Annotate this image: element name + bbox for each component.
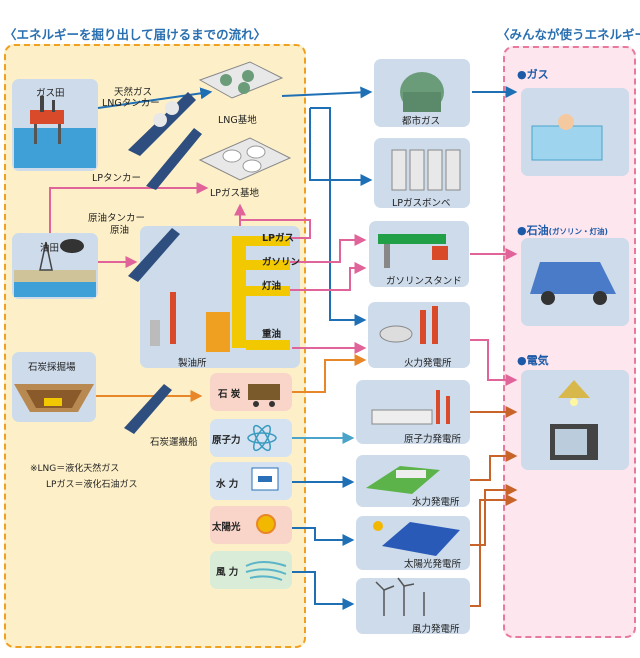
oil-field-label: 油田 [40, 243, 60, 254]
lng-note: ※LNG＝液化天然ガス [30, 464, 120, 474]
crude-tanker-illustration [128, 228, 180, 282]
coal-mine-illustration [14, 384, 94, 412]
gas-field-illustration [14, 96, 96, 168]
crude-tanker-label-2: 原油 [110, 225, 130, 236]
lng-tanker-illustration [128, 92, 196, 156]
hydro-plant-illustration [366, 466, 440, 494]
solar-plant-illustration [373, 521, 460, 556]
solar-box [210, 506, 292, 544]
city-gas-label: 都市ガス [402, 116, 441, 127]
oil-use-label: ●石油(ガソリン・灯油) [517, 224, 608, 237]
gas-station-label: ガソリンスタンド [386, 276, 462, 287]
lpg-product-label: LPガス [262, 233, 295, 244]
oil-field-illustration [14, 239, 96, 297]
right-title: 〈みんなが使うエネルギー〉 [497, 27, 640, 42]
hydro-label: 水 力 [216, 479, 239, 490]
lng-base-illustration [198, 61, 284, 99]
wind-plant-label: 風力発電所 [412, 624, 460, 635]
coal-mine-label: 石炭採掘場 [28, 362, 76, 373]
lpg-cylinder-label: LPガスボンベ [392, 198, 451, 209]
coal-ship-illustration [124, 384, 172, 434]
gas-field-label: ガス田 [36, 88, 65, 99]
lp-tanker-label: LPタンカー [92, 173, 142, 184]
lng-base-label: LNG基地 [218, 115, 257, 126]
lpg-cylinder-illustration [391, 149, 461, 191]
coal-ship-label: 石炭運搬船 [150, 437, 198, 448]
lpg-note: LPガス＝液化石油ガス [46, 480, 138, 490]
thermal-plant-illustration [379, 306, 438, 344]
left-title: 〈エネルギーを掘り出して届けるまでの流れ〉 [4, 27, 267, 42]
gas-station-illustration [378, 234, 448, 268]
nuclear-plant-label: 原子力発電所 [404, 434, 462, 445]
hydro-plant-label: 水力発電所 [412, 497, 460, 508]
lamp-illustration [558, 380, 590, 406]
dam-icon [251, 467, 279, 491]
gas-use-label: ●ガス [517, 68, 549, 81]
gas-flow-lines [97, 86, 518, 610]
city-gas-tank-illustration [400, 72, 444, 112]
atom-icon [247, 424, 277, 452]
kerosene-product-label: 灯油 [262, 281, 282, 292]
wind-turbine-illustration [375, 577, 425, 616]
refinery-label: 製油所 [178, 358, 207, 369]
lp-base-illustration [198, 137, 292, 181]
coal-thermal-flow [292, 354, 367, 393]
electric-use-label: ●電気 [517, 354, 549, 367]
car-illustration [530, 262, 616, 305]
wind-icon [245, 561, 287, 581]
bath-illustration [531, 114, 603, 161]
lng-tanker-label-2: LNGタンカー [102, 98, 160, 109]
nuclear-label: 原子力 [212, 435, 241, 446]
electric-flow-lines [470, 406, 518, 607]
nuclear-plant-illustration [371, 390, 450, 425]
refinery-illustration [150, 236, 290, 352]
gasoline-product-label: ガソリン [262, 257, 301, 268]
coal-label: 石 炭 [218, 389, 241, 400]
thermal-plant-label: 火力発電所 [404, 358, 452, 369]
oil-use-sublabel: (ガソリン・灯油) [548, 227, 608, 236]
sun-icon [256, 514, 276, 534]
solar-plant-label: 太陽光発電所 [404, 559, 462, 570]
lng-tanker-label-1: 天然ガス [114, 87, 153, 98]
coal-cart-icon [248, 384, 280, 407]
lp-base-label: LPガス基地 [210, 188, 260, 199]
tv-illustration [550, 424, 598, 460]
solar-label: 太陽光 [212, 522, 241, 533]
crude-tanker-label-1: 原油タンカー [88, 213, 146, 224]
wind-label: 風 力 [216, 567, 239, 578]
lp-tanker-illustration [146, 128, 202, 190]
nuclear-box [210, 419, 292, 457]
heavy-oil-product-label: 重油 [262, 329, 282, 340]
wind-plant-box [356, 578, 470, 634]
